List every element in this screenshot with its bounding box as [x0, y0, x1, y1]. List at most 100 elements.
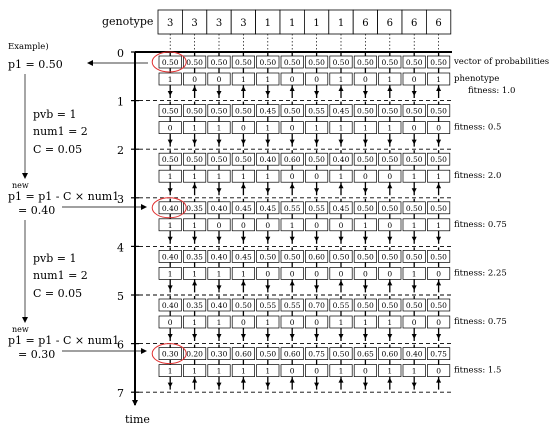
probability-value: 0.50 [284, 58, 301, 67]
update-arrow [314, 139, 320, 145]
genotype-label: genotype [102, 15, 153, 28]
phenotype-value: 1 [363, 124, 368, 133]
phenotype-cell [256, 169, 280, 183]
phenotype-value: 1 [339, 124, 344, 133]
genotype-value: 3 [167, 18, 173, 29]
update-arrow [240, 377, 246, 383]
phenotype-cell [280, 364, 304, 377]
probability-value: 0.40 [162, 252, 179, 261]
probability-value: 0.50 [186, 107, 203, 116]
example2-new-label: new [12, 325, 29, 334]
update-arrow [314, 236, 320, 242]
probability-value: 0.40 [333, 155, 350, 164]
phenotype-cell [353, 315, 377, 329]
update-arrow [436, 183, 442, 189]
probability-cell [305, 201, 329, 215]
update-arrow [289, 183, 295, 189]
update-arrow [265, 334, 271, 339]
phenotype-cell [353, 218, 377, 232]
probability-value: 0.45 [333, 107, 350, 116]
probability-cell [378, 104, 402, 117]
phenotype-value: 1 [217, 367, 222, 376]
update-arrow [216, 139, 222, 145]
phenotype-cell [256, 72, 280, 86]
probability-value: 0.45 [259, 204, 276, 213]
update-arrow [192, 334, 198, 339]
probability-cell [280, 347, 304, 360]
phenotype-value: 1 [412, 367, 417, 376]
phenotype-value: 1 [339, 75, 344, 84]
fitness-label: fitness: 0.75 [454, 317, 507, 327]
update-arrow [387, 280, 393, 286]
phenotype-value: 1 [363, 221, 368, 230]
probability-cell [158, 152, 182, 166]
example2-pvb: pvb = 1 [33, 252, 77, 265]
probability-value: 0.50 [162, 155, 179, 164]
probability-value: 0.40 [162, 204, 179, 213]
phenotype-cell [305, 218, 329, 232]
example-p1-initial: p1 = 0.50 [8, 58, 63, 71]
phenotype-value: 0 [314, 367, 319, 376]
phenotype-cell [231, 121, 255, 134]
probability-cell [256, 104, 280, 117]
probability-cell [305, 104, 329, 117]
phenotype-value: 1 [168, 75, 173, 84]
probability-cell [256, 201, 280, 215]
genotype-value: 1 [289, 18, 295, 29]
probability-cell [353, 250, 377, 263]
update-arrow [192, 377, 198, 383]
probability-cell [329, 201, 353, 215]
update-arrow [192, 86, 198, 91]
probability-value: 0.50 [381, 107, 398, 116]
update-arrow [338, 334, 344, 339]
probability-value: 0.45 [235, 252, 252, 261]
probability-value: 0.35 [186, 252, 203, 261]
probability-cell [329, 298, 353, 312]
phenotype-cell [402, 72, 426, 86]
probability-value: 0.45 [333, 204, 350, 213]
annotation-vector: vector of probabilities [453, 57, 549, 67]
probability-value: 0.50 [406, 252, 423, 261]
fitness-label: fitness: 0.5 [454, 123, 501, 133]
probability-cell [280, 104, 304, 117]
phenotype-value: 0 [290, 124, 295, 133]
phenotype-value: 1 [217, 269, 222, 278]
update-arrow [167, 188, 173, 194]
update-arrow [265, 91, 271, 96]
update-arrow [411, 334, 417, 339]
probability-value: 0.50 [357, 252, 374, 261]
probability-value: 0.50 [430, 301, 447, 310]
probability-value: 0.50 [211, 58, 228, 67]
update-arrow [192, 183, 198, 189]
genotype-value: 3 [216, 18, 222, 29]
phenotype-value: 1 [192, 221, 197, 230]
example1-new-label: new [12, 181, 29, 190]
probability-cell [378, 201, 402, 215]
probability-value: 0.50 [406, 301, 423, 310]
probability-cell [158, 55, 182, 69]
probability-value: 0.75 [430, 350, 447, 359]
update-arrow [167, 236, 173, 242]
example-panel: Example) p1 = 0.50 pvb = 1 num1 = 2 C = … [8, 41, 148, 361]
genotype-value: 6 [387, 18, 393, 29]
probability-cell [427, 347, 451, 360]
phenotype-value: 0 [314, 318, 319, 327]
probability-cell [329, 55, 353, 69]
probability-cell [231, 250, 255, 263]
update-arrow [338, 86, 344, 91]
probability-value: 0.50 [406, 58, 423, 67]
phenotype-value: 1 [192, 318, 197, 327]
phenotype-value: 1 [265, 75, 270, 84]
example1-num: num1 = 2 [33, 125, 88, 138]
probability-cell [402, 250, 426, 263]
probability-value: 0.50 [162, 58, 179, 67]
update-arrow [216, 382, 222, 388]
phenotype-cell [183, 267, 207, 280]
probability-cell [353, 201, 377, 215]
phenotype-value: 1 [387, 75, 392, 84]
probability-cell [402, 201, 426, 215]
update-arrow [289, 86, 295, 91]
phenotype-value: 0 [314, 172, 319, 181]
update-arrow [240, 183, 246, 189]
